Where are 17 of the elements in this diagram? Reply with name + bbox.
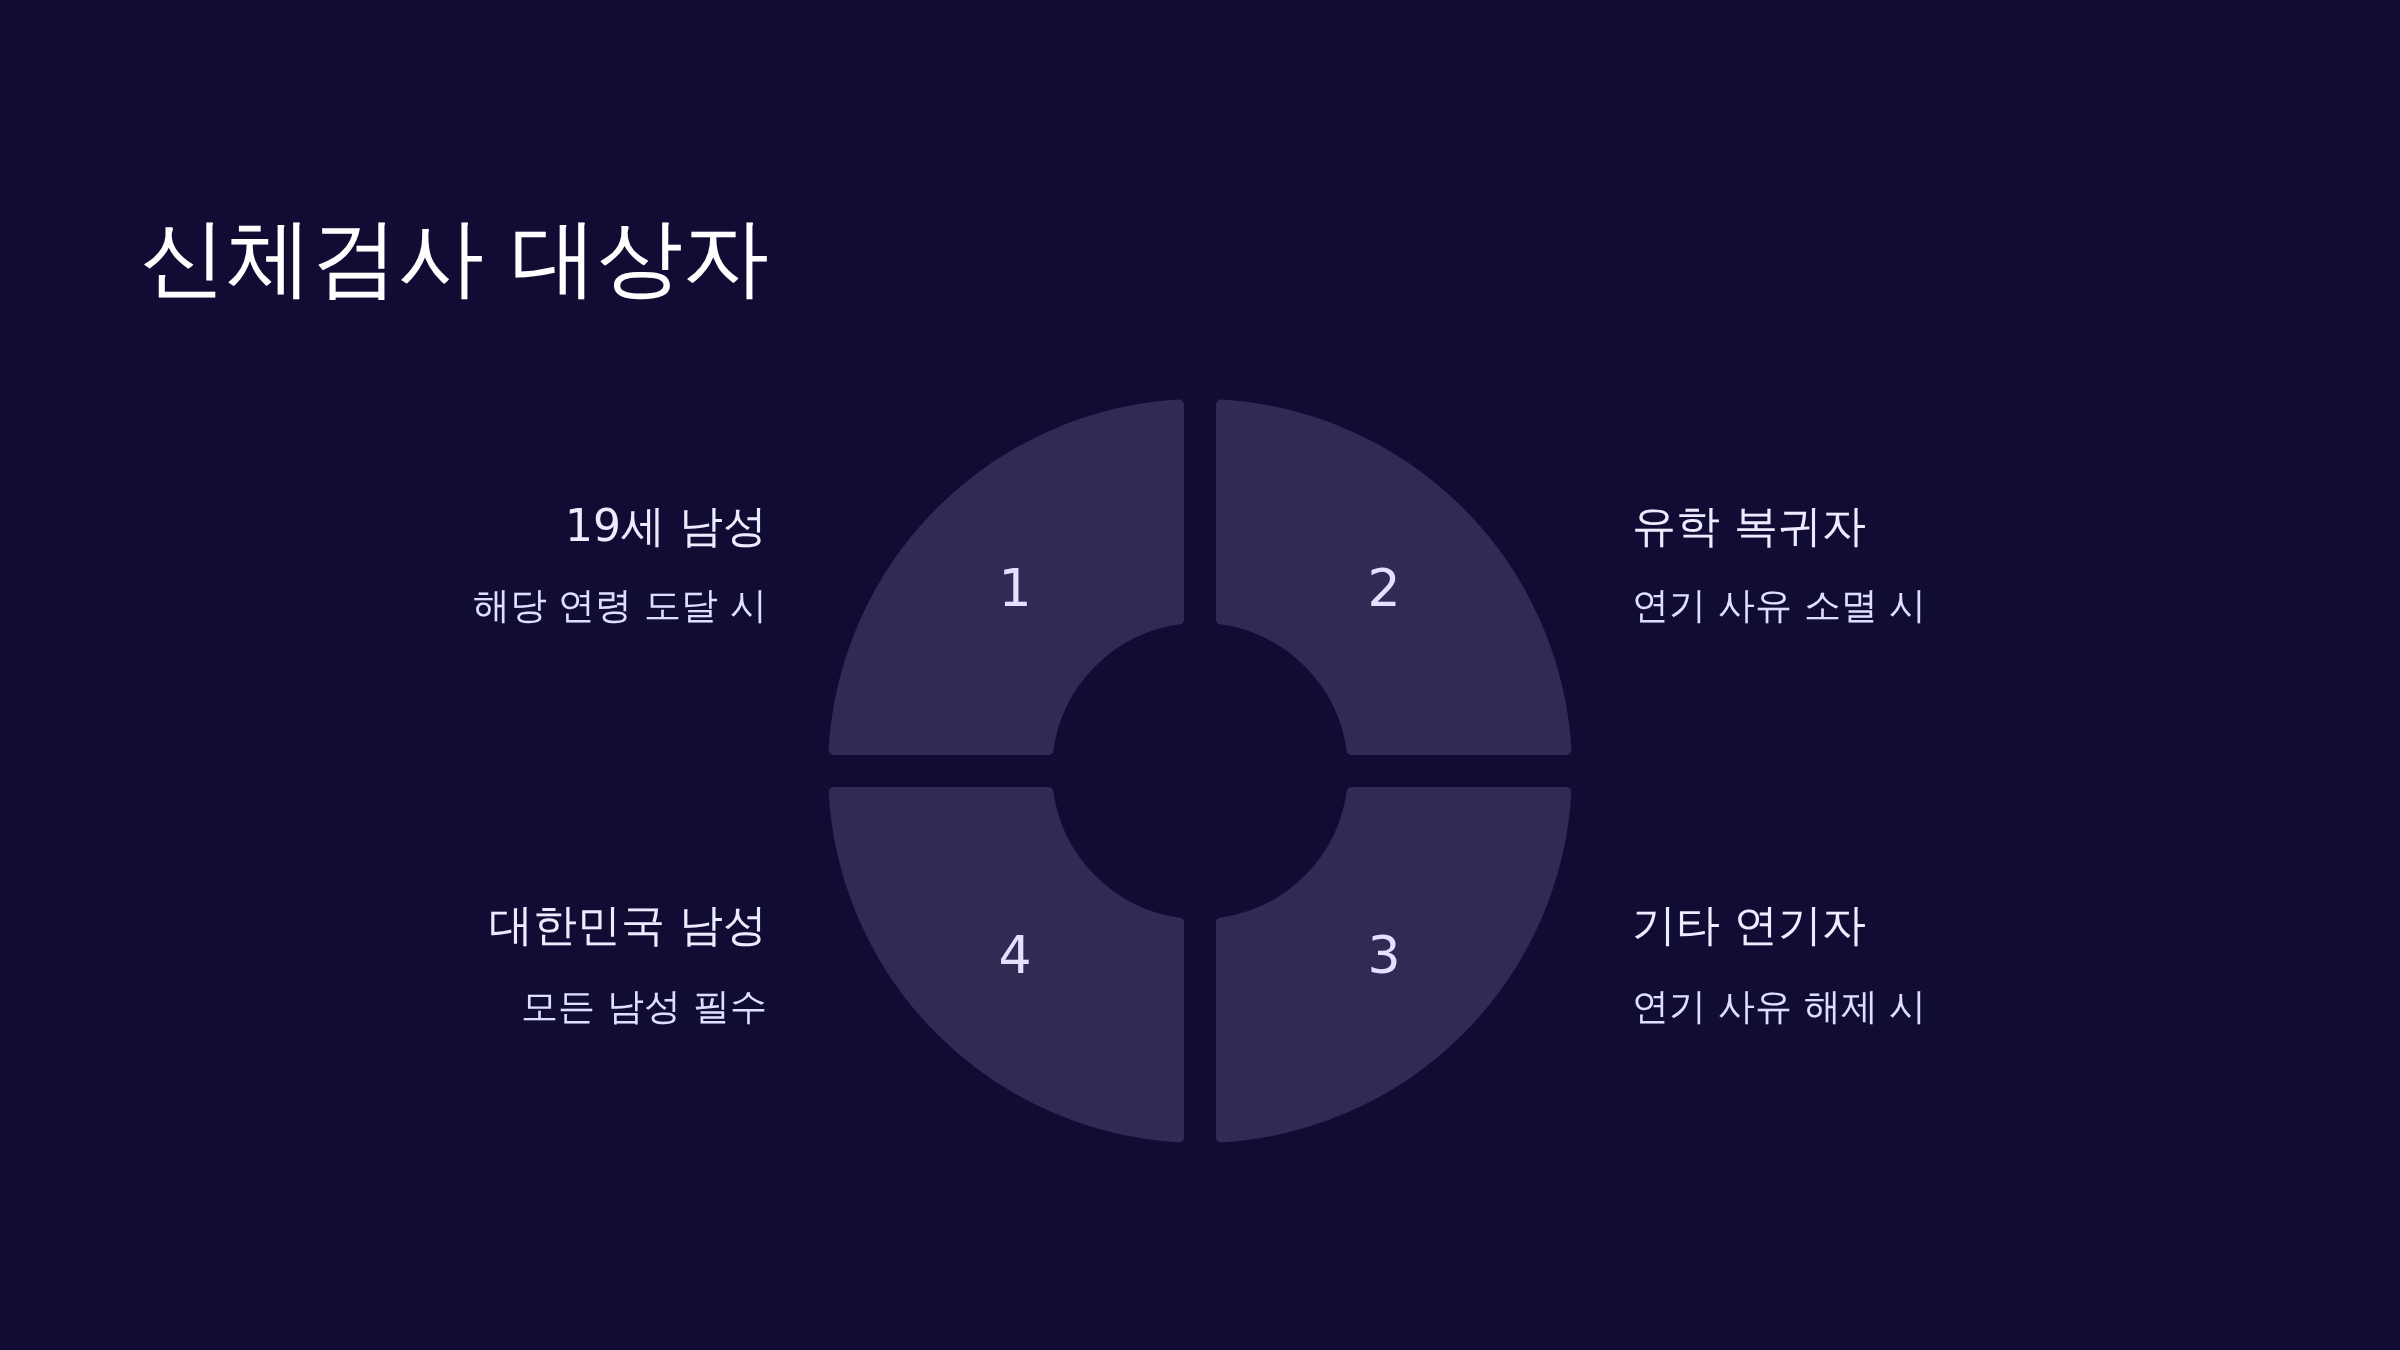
segment-number: 4 (998, 929, 1032, 981)
group-description: 연기 사유 해제 시 (1632, 987, 1927, 1025)
ring-segment (828, 399, 1184, 755)
group-heading: 유학 복귀자 (1632, 504, 1866, 548)
segment-number: 3 (1367, 929, 1401, 981)
group-heading: 19세 남성 (565, 504, 767, 548)
segment-number: 2 (1367, 562, 1401, 614)
group-description: 연기 사유 소멸 시 (1632, 586, 1927, 624)
group-description: 해당 연령 도달 시 (472, 586, 767, 624)
segment-number: 1 (998, 562, 1032, 614)
group-heading: 기타 연기자 (1632, 903, 1866, 947)
title: 신체검사 대상자 (140, 206, 770, 309)
ring-segment (1216, 399, 1572, 755)
group-description: 모든 남성 필수 (521, 987, 767, 1025)
ring-segment (1216, 787, 1572, 1143)
ring-segment (828, 787, 1184, 1143)
group-heading: 대한민국 남성 (489, 903, 767, 947)
